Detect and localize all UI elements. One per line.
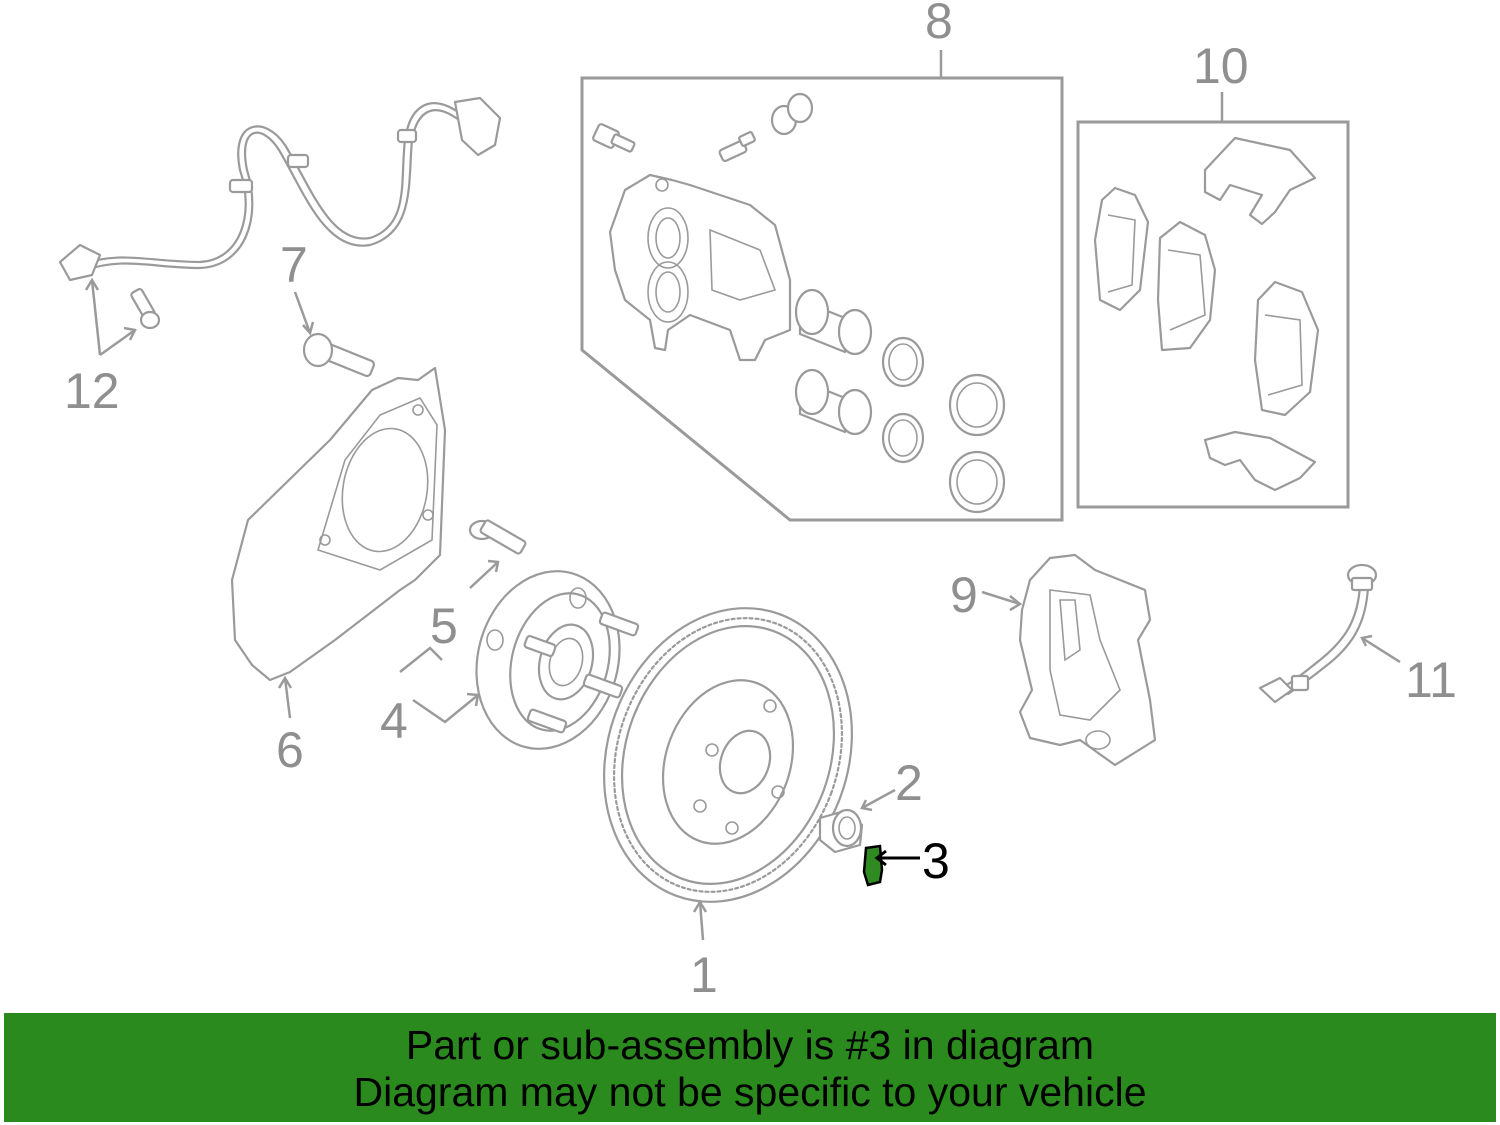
callout-11: 11 <box>1405 652 1457 708</box>
callout-12-leader <box>84 277 137 357</box>
brake-pad-outer <box>1093 186 1150 312</box>
banner-line-1: Part or sub-assembly is #3 in diagram <box>405 1022 1095 1068</box>
hub-bearing <box>475 570 640 750</box>
anti-rattle-clip-upper <box>1203 136 1317 226</box>
callout-4: 4 <box>380 693 408 749</box>
callout-6: 6 <box>276 722 304 778</box>
caliper-piston-lower <box>794 368 873 436</box>
dust-boot <box>948 373 1006 437</box>
callout-10: 10 <box>1193 38 1249 94</box>
info-banner: Part or sub-assembly is #3 in diagram Di… <box>4 1013 1496 1122</box>
dust-boot <box>956 459 998 505</box>
abs-sensor-harness <box>58 96 502 282</box>
dust-boot <box>948 450 1006 514</box>
piston-seal <box>888 419 918 457</box>
splash-shield <box>230 366 447 682</box>
pad-kit-box: 10 <box>1076 38 1350 509</box>
brake-rotor <box>603 607 853 903</box>
caliper-bolt <box>592 123 636 153</box>
caliper-piston-upper <box>794 288 873 356</box>
caliper-kit-box: 8 <box>580 0 1064 522</box>
piston-seal <box>881 412 925 464</box>
callout-7: 7 <box>280 237 308 293</box>
caliper-bracket <box>1018 553 1157 767</box>
shield-bolt <box>302 332 375 378</box>
callout-12: 12 <box>64 363 120 419</box>
piston-seal <box>888 343 918 381</box>
callout-8: 8 <box>925 0 953 49</box>
callout-9: 9 <box>950 567 978 623</box>
guide-bushing <box>818 808 864 854</box>
highlighted-part-3 <box>862 844 884 887</box>
wheel-stud <box>468 519 527 555</box>
brake-pad-inner-2 <box>1253 280 1320 417</box>
banner-line-2: Diagram may not be specific to your vehi… <box>353 1069 1147 1115</box>
bleeder-screw <box>718 131 756 163</box>
brake-pad-inner <box>1156 220 1217 352</box>
callout-5: 5 <box>430 598 458 654</box>
anti-rattle-clip-lower <box>1203 430 1317 492</box>
brake-hose <box>1258 563 1378 704</box>
piston-seal <box>881 336 925 388</box>
callout-3: 3 <box>922 833 950 889</box>
bleeder-cap <box>770 92 814 136</box>
dust-boot <box>956 382 998 428</box>
sensor-bolt <box>130 288 161 330</box>
callout-2: 2 <box>895 755 923 811</box>
caliper-housing <box>608 173 792 362</box>
callout-1: 1 <box>690 947 718 1003</box>
